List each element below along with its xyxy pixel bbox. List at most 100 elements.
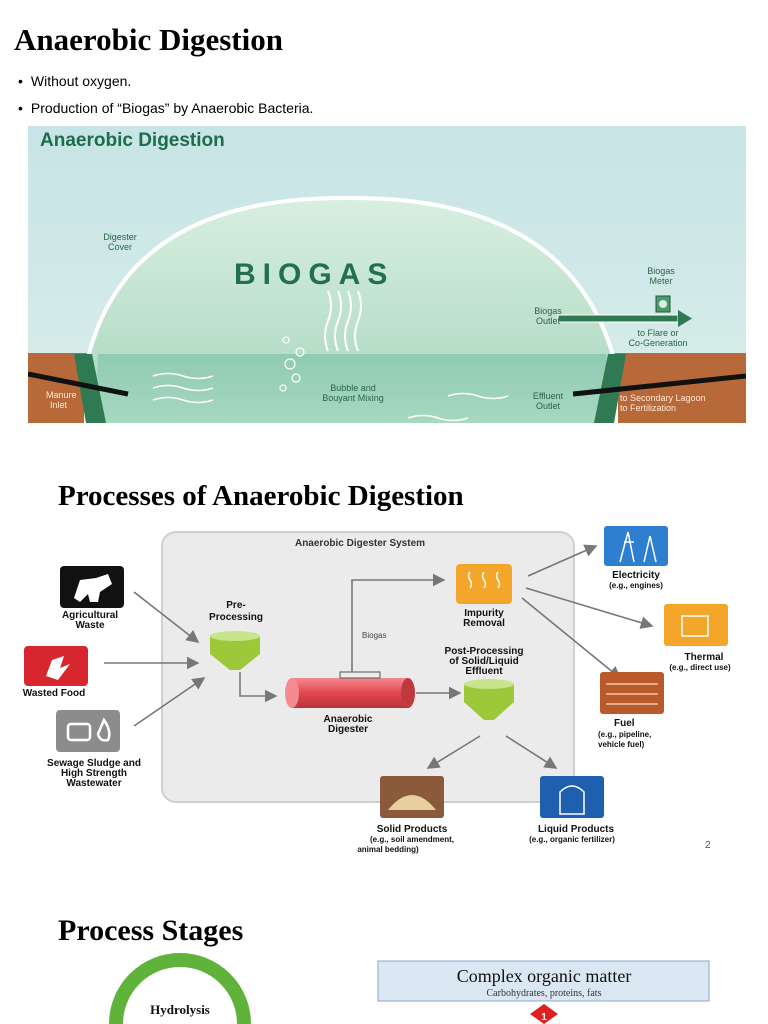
slide-process-stages: Process Stages Hydrolysis Complex organi… xyxy=(0,892,768,1024)
electricity-label: Electricity xyxy=(612,570,660,581)
cow-icon xyxy=(74,574,112,602)
complex-organic-box xyxy=(377,960,710,1002)
biogas-outlet-pipe xyxy=(557,314,679,323)
biogas-meter-label-2: Meter xyxy=(649,276,672,286)
post-processing-funnel xyxy=(464,684,514,720)
manure-inlet-label: Manure xyxy=(46,390,77,400)
impurity-squiggles xyxy=(467,571,501,589)
anaerobic-digester-label-2: Digester xyxy=(328,724,368,735)
electricity-sub-label: (e.g., engines) xyxy=(609,581,663,590)
to-flare-label-2: Co-Generation xyxy=(628,338,687,348)
biogas-meter-dial xyxy=(659,300,667,308)
process-flow-diagram: Anaerobic Digester System Agricultural W… xyxy=(23,526,731,854)
boiler-icon xyxy=(681,615,709,637)
fuel-sub-label: (e.g., pipeline, xyxy=(598,730,651,739)
biogas-flow-label: Biogas xyxy=(362,631,386,640)
sewage-label-3: Wastewater xyxy=(66,778,121,789)
manure-inlet-pipe xyxy=(28,371,129,397)
effluent-outlet-label-2: Outlet xyxy=(536,401,561,411)
solid-products-sub-label: (e.g., soil amendment, xyxy=(370,835,454,844)
liquid-products-label: Liquid Products xyxy=(538,824,615,835)
digester-cover-label: Digester xyxy=(103,232,137,242)
gas-rising-arrows xyxy=(324,290,362,352)
post-processing-label-3: Effluent xyxy=(465,666,503,677)
anaerobic-digester-label: Anaerobic xyxy=(324,714,373,725)
biogas-label: BIOGAS xyxy=(234,258,394,291)
system-label: Anaerobic Digester System xyxy=(295,538,425,549)
effluent-outlet-label: Effluent xyxy=(533,391,564,401)
solid-products-label: Solid Products xyxy=(377,824,448,835)
digester-gas-port xyxy=(339,671,381,679)
slide-processes: Processes of Anaerobic Digestion Anaerob… xyxy=(0,466,768,866)
pre-processing-label-2: Processing xyxy=(209,612,263,623)
complex-organic-sub-label: Carbohydrates, proteins, fats xyxy=(487,988,602,999)
impurity-removal-label-2: Removal xyxy=(463,618,505,629)
pre-processing-label: Pre- xyxy=(226,600,245,611)
digester-system-box xyxy=(161,531,575,803)
pre-processing-funnel-top xyxy=(210,631,260,641)
agricultural-waste-label: Agricultural xyxy=(62,610,118,621)
complex-organic-label: Complex organic matter xyxy=(457,966,632,986)
slide-anaerobic-digestion: Anaerobic Digestion Without oxygen. Prod… xyxy=(0,0,768,440)
digester-end-right xyxy=(401,678,415,708)
slide-title: Process Stages xyxy=(58,914,244,947)
anaerobic-digestion-diagram: Anaerobic Digestion BIOGAS xyxy=(28,126,746,423)
step-marker-diamond xyxy=(530,1004,558,1024)
post-processing-label-2: of Solid/Liquid xyxy=(449,656,518,667)
fuel-icon xyxy=(600,672,664,714)
bubbles xyxy=(279,336,305,392)
to-flare-label: to Flare or xyxy=(637,328,678,338)
input-arrows xyxy=(104,591,206,727)
agricultural-waste-label-2: Waste xyxy=(75,620,105,631)
sewage-label: Sewage Sludge and xyxy=(47,758,141,769)
sewage-label-2: High Strength xyxy=(61,768,127,779)
slide-title: Anaerobic Digestion xyxy=(14,22,283,57)
bubble-mixing-label: Bubble and xyxy=(330,383,376,393)
biogas-outlet-label-2: Outlet xyxy=(536,316,561,326)
fuel-sub-label-2: vehicle fuel) xyxy=(598,740,645,749)
effluent-outlet-pipe xyxy=(572,373,746,397)
manure-inlet-label-2: Inlet xyxy=(50,400,68,410)
pre-to-digester-arrow xyxy=(239,672,278,703)
digester-end-left xyxy=(285,678,299,708)
liquid-products-sub-label: (e.g., organic fertilizer) xyxy=(529,835,615,844)
biogas-meter-label: Biogas xyxy=(647,266,675,276)
hydrolysis-ring xyxy=(109,953,251,1024)
electricity-icon xyxy=(604,526,668,566)
fuel-label: Fuel xyxy=(614,718,635,729)
bullet-item: Production of “Biogas” by Anaerobic Bact… xyxy=(18,95,314,122)
bubble-mixing-label-2: Bouyant Mixing xyxy=(322,393,384,403)
figure-title: Anaerobic Digestion xyxy=(40,130,225,151)
soil-pile-icon xyxy=(388,795,436,810)
bullet-list: Without oxygen. Production of “Biogas” b… xyxy=(18,68,314,122)
slide-title: Processes of Anaerobic Digestion xyxy=(58,480,464,512)
process-stages-diagram: Hydrolysis Complex organic matter Carboh… xyxy=(109,953,710,1024)
sewage-icon xyxy=(56,710,120,752)
to-lagoon-label: to Secondary Lagoon xyxy=(620,393,706,403)
jug-icon xyxy=(559,785,585,815)
impurity-removal-label: Impurity xyxy=(464,608,504,619)
post-processing-funnel-top xyxy=(464,679,514,689)
thermal-icon xyxy=(664,604,728,646)
biogas-outlet-label: Biogas xyxy=(534,306,562,316)
digester-liquid xyxy=(96,354,608,423)
wasted-food-label: Wasted Food xyxy=(23,688,85,699)
digester-cover-label-2: Cover xyxy=(108,242,132,252)
thermal-sub-label: (e.g., direct use) xyxy=(669,663,731,672)
anaerobic-digester-cylinder xyxy=(292,678,408,708)
thermal-label: Thermal xyxy=(685,652,724,663)
mixing-waves xyxy=(152,372,509,422)
output-arrows xyxy=(426,544,654,769)
step-marker-number: 1 xyxy=(541,1012,547,1023)
liquid-products-icon xyxy=(540,776,604,818)
biogas-arrow xyxy=(351,573,446,672)
impurity-removal-icon xyxy=(456,564,512,604)
hydrolysis-label: Hydrolysis xyxy=(150,1002,210,1017)
food-scrap-icon xyxy=(46,656,70,680)
power-tower-icon xyxy=(619,531,657,563)
slide-number: 2 xyxy=(705,840,711,851)
post-processing-label: Post-Processing xyxy=(445,646,524,657)
pipe-icon xyxy=(66,722,92,742)
to-lagoon-label-2: to Fertilization xyxy=(620,403,676,413)
bullet-item: Without oxygen. xyxy=(18,68,313,95)
